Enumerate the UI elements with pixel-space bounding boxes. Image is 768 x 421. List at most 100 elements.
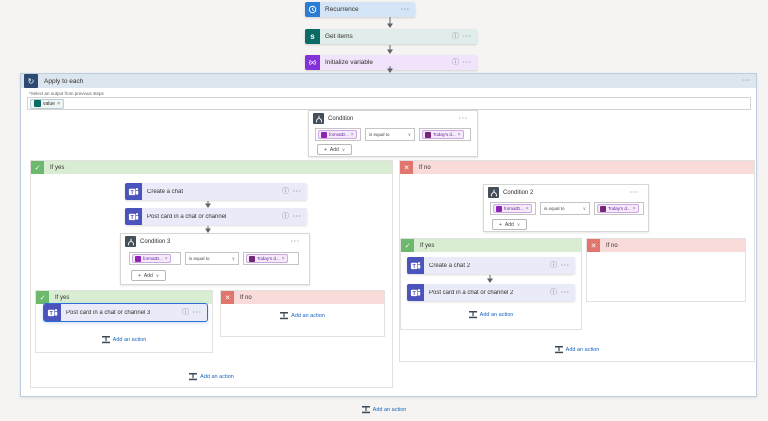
svg-text:T: T (49, 311, 53, 317)
expression-chip[interactable]: formatD... × (493, 204, 532, 213)
more-menu-icon[interactable]: ··· (293, 188, 302, 195)
remove-token-icon[interactable]: × (632, 205, 636, 212)
date-token-icon (249, 255, 255, 262)
expression-chip[interactable]: Today's d... × (246, 254, 288, 263)
condition-1-header[interactable]: Condition ··· (309, 111, 477, 126)
expression-chip[interactable]: formatD... × (132, 254, 171, 263)
teams-icon: T (44, 304, 61, 321)
if-no-header[interactable]: ✕ If no (400, 161, 754, 174)
info-icon[interactable]: ⓘ (452, 33, 459, 40)
if-yes-header[interactable]: ✓ If yes (36, 291, 212, 304)
expression-chip[interactable]: Today's d... × (422, 130, 464, 139)
add-an-action-button[interactable]: Add an action (101, 336, 146, 344)
if-yes-header[interactable]: ✓ If yes (31, 161, 392, 174)
connector-arrow (205, 201, 211, 208)
add-an-action-button[interactable]: Add an action (280, 312, 325, 320)
if-yes-header[interactable]: ✓ If yes (401, 239, 581, 252)
condition-2-header[interactable]: Condition 2 ··· (484, 185, 648, 200)
info-icon[interactable]: ⓘ (452, 59, 459, 66)
date-token-icon (425, 131, 431, 138)
teams-icon: T (125, 208, 142, 225)
add-action-row: Add an action (30, 373, 393, 381)
initialize-variable-card[interactable]: {x} Initialize variable ⓘ ··· (305, 55, 477, 70)
get-items-card[interactable]: s Get items ⓘ ··· (305, 29, 477, 44)
loop-icon: ↻ (24, 74, 38, 88)
more-menu-icon[interactable]: ··· (459, 115, 468, 122)
add-an-action-button[interactable]: Add an action (189, 373, 234, 381)
more-menu-icon[interactable]: ··· (463, 59, 472, 66)
condition-left-operand[interactable]: formatD... × (315, 128, 361, 141)
remove-token-icon[interactable]: × (281, 255, 285, 262)
loop-source-input[interactable]: value × (27, 97, 751, 110)
if-no-header[interactable]: ✕ If no (221, 291, 384, 304)
add-label: Add (329, 146, 339, 153)
value-token-chip[interactable]: value × (30, 98, 65, 109)
more-menu-icon[interactable]: ··· (561, 262, 570, 269)
function-token-icon (321, 131, 327, 138)
more-menu-icon[interactable]: ··· (742, 78, 751, 84)
svg-text:T: T (412, 264, 416, 270)
remove-token-icon[interactable]: × (457, 131, 461, 138)
condition-3-header[interactable]: Condition 3 ··· (121, 234, 309, 249)
add-label: Add (143, 272, 153, 279)
add-condition-row-button[interactable]: + Add ∨ (131, 270, 167, 281)
date-token-icon (600, 205, 606, 212)
condition-operator-dropdown[interactable]: is equal to ∨ (540, 202, 590, 215)
condition-icon (488, 187, 499, 198)
card-title: Recurrence (325, 6, 359, 13)
more-menu-icon[interactable]: ··· (630, 189, 639, 196)
more-menu-icon[interactable]: ··· (193, 309, 202, 316)
add-action-row: Add an action (400, 311, 582, 319)
post-card-2-card[interactable]: T Post card in a chat or channel 2 ⓘ ··· (407, 284, 575, 301)
add-an-action-button[interactable]: Add an action (361, 406, 406, 414)
cross-icon: ✕ (221, 291, 234, 304)
condition-left-operand[interactable]: formatD... × (490, 202, 536, 215)
remove-token-icon[interactable]: × (350, 131, 354, 138)
info-icon[interactable]: ⓘ (550, 289, 557, 296)
teams-icon: T (407, 284, 424, 301)
info-icon[interactable]: ⓘ (282, 213, 289, 220)
apply-to-each-header[interactable]: ↻ Apply to each ··· (21, 74, 756, 88)
more-menu-icon[interactable]: ··· (293, 213, 302, 220)
remove-token-icon[interactable]: × (164, 255, 168, 262)
card-title: Post card in a chat or channel 2 (429, 289, 514, 296)
more-menu-icon[interactable]: ··· (401, 6, 410, 13)
cross-icon: ✕ (400, 161, 413, 174)
chip-label: Today's d... (433, 132, 456, 137)
create-a-chat-2-card[interactable]: T Create a chat 2 ⓘ ··· (407, 257, 575, 274)
info-icon[interactable]: ⓘ (550, 262, 557, 269)
add-action-icon (101, 336, 110, 344)
connector-arrow (487, 275, 493, 283)
add-condition-row-button[interactable]: + Add ∨ (317, 144, 353, 155)
if-no-header[interactable]: ✕ If no (587, 239, 745, 252)
add-an-action-button[interactable]: Add an action (554, 346, 599, 354)
cross-icon: ✕ (587, 239, 600, 252)
add-condition-row-button[interactable]: + Add ∨ (492, 219, 528, 230)
condition-operator-dropdown[interactable]: is equal to ∨ (185, 252, 239, 265)
more-menu-icon[interactable]: ··· (291, 238, 300, 245)
card-title: Post card in a chat or channel (147, 213, 227, 220)
info-icon[interactable]: ⓘ (182, 309, 189, 316)
remove-token-icon[interactable]: × (525, 205, 529, 212)
info-icon[interactable]: ⓘ (282, 188, 289, 195)
remove-token-icon[interactable]: × (56, 100, 61, 107)
expression-chip[interactable]: formatD... × (318, 130, 357, 139)
more-menu-icon[interactable]: ··· (561, 289, 570, 296)
add-an-action-button[interactable]: Add an action (468, 311, 513, 319)
condition-right-operand[interactable]: Today's d... × (594, 202, 644, 215)
add-action-row: Add an action (35, 336, 213, 344)
condition-left-operand[interactable]: formatD... × (129, 252, 181, 265)
condition-right-operand[interactable]: Today's d... × (419, 128, 471, 141)
condition-right-operand[interactable]: Today's d... × (243, 252, 299, 265)
create-a-chat-card[interactable]: T Create a chat ⓘ ··· (125, 183, 307, 200)
post-card-3-card[interactable]: T Post card in a chat or channel 3 ⓘ ··· (43, 303, 208, 322)
connector-arrow (387, 17, 393, 28)
condition-operator-dropdown[interactable]: is equal to ∨ (365, 128, 415, 141)
post-card-in-chat-card[interactable]: T Post card in a chat or channel ⓘ ··· (125, 208, 307, 225)
recurrence-trigger-card[interactable]: Recurrence ··· (305, 2, 415, 17)
expression-chip[interactable]: Today's d... × (597, 204, 639, 213)
chevron-down-icon: ∨ (155, 272, 160, 278)
add-action-row: Add an action (399, 346, 755, 354)
more-menu-icon[interactable]: ··· (463, 33, 472, 40)
